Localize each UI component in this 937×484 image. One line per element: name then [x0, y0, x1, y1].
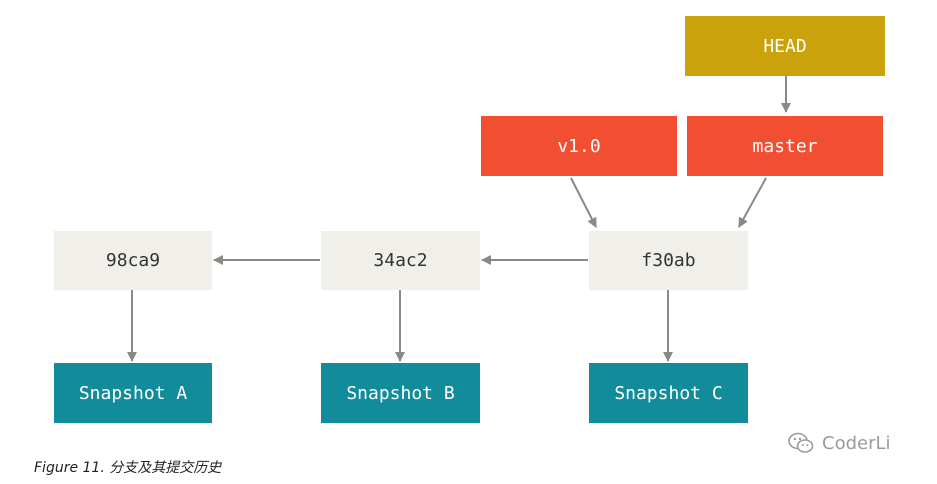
- arrow-master-to-f30ab: [738, 177, 767, 228]
- arrow-v1-to-f30ab: [570, 177, 597, 228]
- watermark-text: CoderLi: [822, 432, 891, 454]
- snapshot-b: Snapshot B: [321, 363, 480, 423]
- snapshot-c: Snapshot C: [589, 363, 748, 423]
- watermark: CoderLi: [788, 432, 891, 454]
- wechat-icon: [788, 432, 814, 453]
- commit-f30ab: f30ab: [589, 231, 748, 290]
- figure-caption: Figure 11. 分支及其提交历史: [34, 460, 222, 476]
- commit-34ac2: 34ac2: [321, 231, 480, 290]
- commit-98ca9: 98ca9: [54, 231, 212, 290]
- branch-master: master: [687, 116, 883, 176]
- head-pointer: HEAD: [685, 16, 885, 76]
- snapshot-a: Snapshot A: [54, 363, 212, 423]
- tag-v1: v1.0: [481, 116, 677, 176]
